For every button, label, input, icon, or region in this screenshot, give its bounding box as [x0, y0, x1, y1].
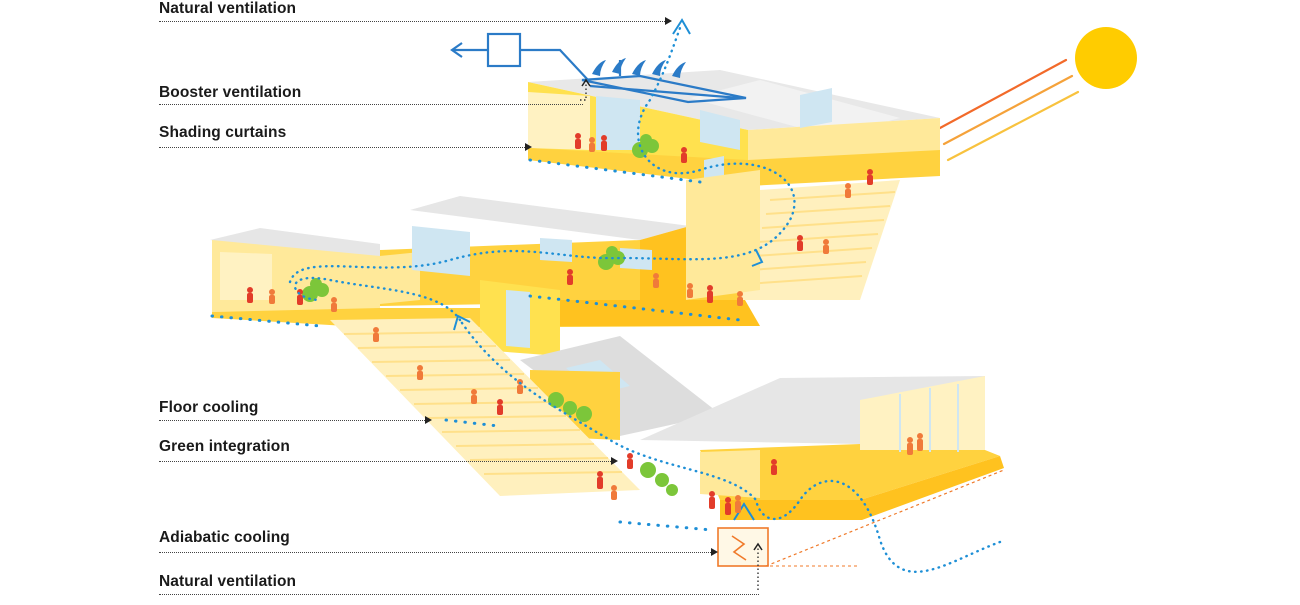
- leader-adiabatic-cooling: [159, 552, 711, 553]
- sun-icon: [1075, 27, 1137, 89]
- leader-booster-ventilation: [159, 104, 583, 105]
- window: [540, 238, 572, 262]
- arrowhead-icon: [525, 143, 532, 151]
- exhaust-vents: [592, 58, 686, 78]
- leader-natural-ventilation-bottom: [159, 594, 759, 595]
- people: [247, 133, 923, 515]
- leader-floor-cooling: [159, 420, 425, 421]
- label-floor-cooling: Floor cooling: [159, 399, 259, 416]
- stair-lower: [330, 318, 640, 496]
- arrowhead-icon: [665, 17, 672, 25]
- arrowhead-icon: [711, 548, 718, 556]
- window: [596, 96, 640, 150]
- airflow-arrowheads: [453, 18, 764, 331]
- label-natural-ventilation-bottom: Natural ventilation: [159, 573, 297, 590]
- plants: [302, 134, 678, 496]
- floor-cooling-dots: [210, 158, 742, 532]
- stair-upper: [720, 180, 900, 300]
- arrowhead-icon: [425, 416, 432, 424]
- window: [800, 88, 832, 128]
- window: [412, 226, 470, 276]
- leader-shading-curtains: [159, 147, 525, 148]
- label-green-integration: Green integration: [159, 438, 290, 455]
- sun-rays: [938, 58, 1080, 162]
- label-booster-ventilation: Booster ventilation: [159, 84, 302, 101]
- leader-green-integration: [159, 461, 611, 462]
- airflow-path: [288, 26, 1002, 573]
- label-natural-ventilation-top: Natural ventilation: [159, 0, 297, 17]
- window: [700, 110, 740, 150]
- middle-floor-volume: [210, 156, 760, 328]
- arrowhead-icon: [611, 457, 618, 465]
- top-floor-volume: [528, 70, 940, 186]
- label-adiabatic-cooling: Adiabatic cooling: [159, 529, 290, 546]
- leader-natural-ventilation-top: [159, 21, 665, 22]
- label-shading-curtains: Shading curtains: [159, 124, 287, 141]
- leader-verticals: [580, 82, 759, 590]
